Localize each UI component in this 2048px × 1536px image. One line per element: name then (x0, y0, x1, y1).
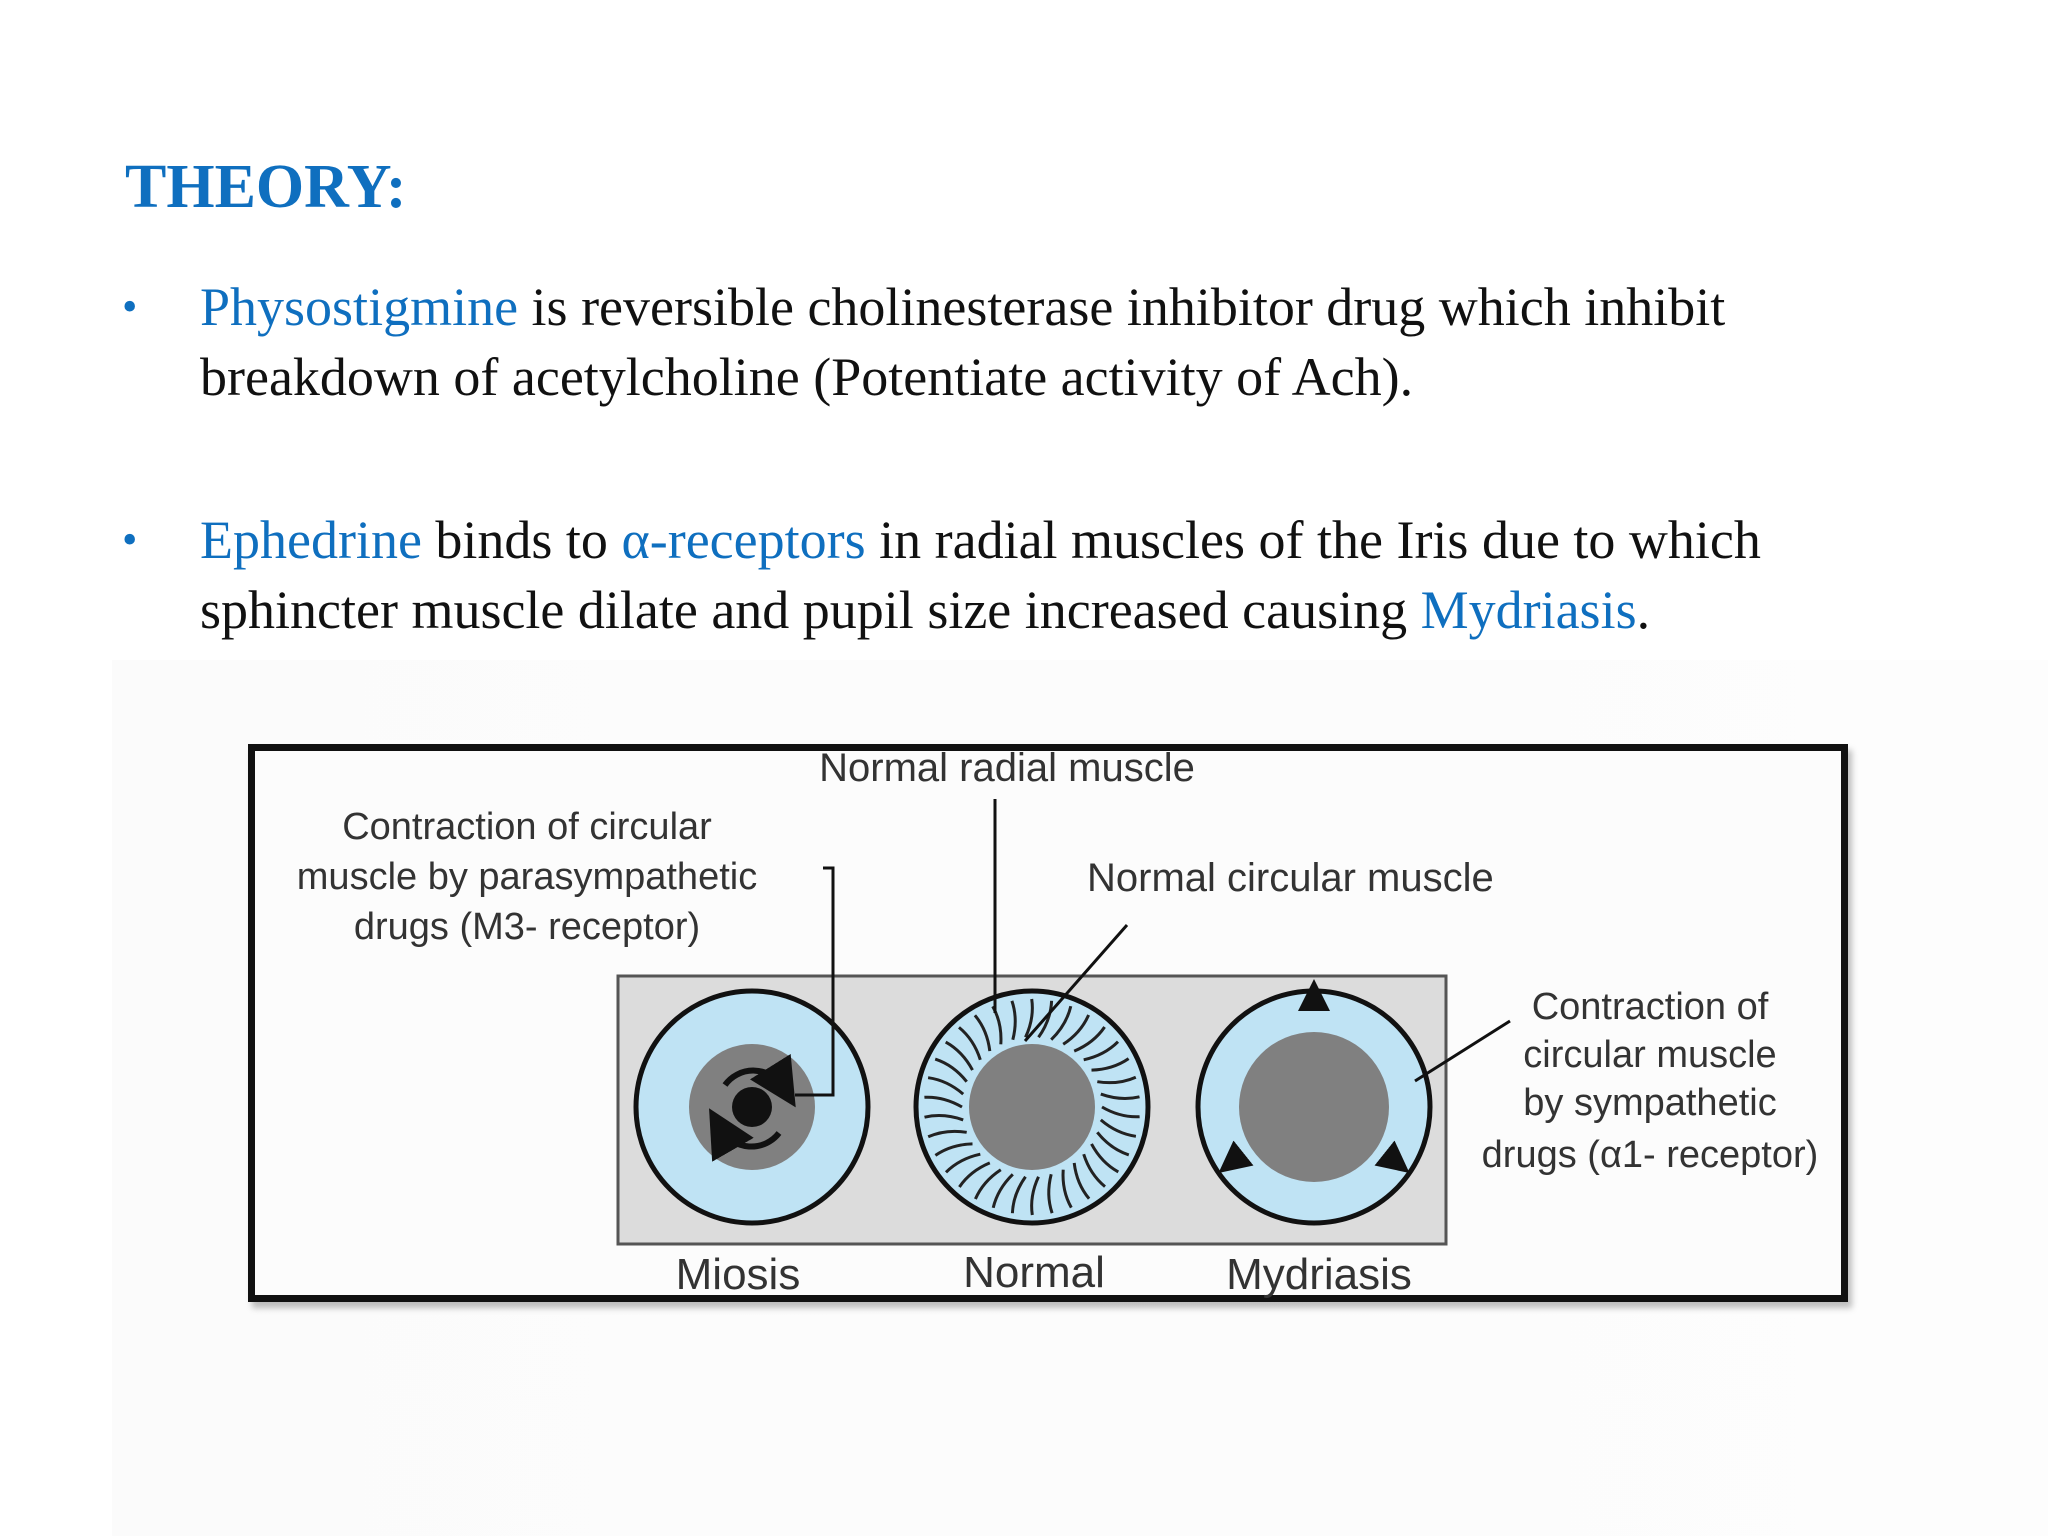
radial-muscle-fiber (1090, 1143, 1120, 1174)
label-mydriasis-line-1: Contraction of (1532, 986, 1769, 1028)
label-mydriasis-line-4: drugs (α1- receptor) (1482, 1134, 1819, 1176)
bullet-text-segment: . (1636, 580, 1651, 640)
radial-muscle-fiber (944, 1040, 974, 1071)
radial-muscle-fiber (974, 1168, 1002, 1200)
radial-muscle-fiber (1100, 1092, 1140, 1100)
pupil-diagram: Normal radial muscle Contraction of circ… (248, 744, 1848, 1302)
radial-muscle-fiber (1050, 1005, 1073, 1041)
normal-eye (913, 988, 1151, 1226)
radial-muscle-fiber (1047, 1173, 1054, 1214)
radial-muscle-fiber (1037, 1000, 1054, 1039)
radial-muscle-fiber (958, 1161, 991, 1188)
radial-muscle-fiber (934, 1142, 973, 1157)
radial-muscle-fiber (924, 1114, 964, 1122)
pupil-diagram-svg: Normal radial muscle Contraction of circ… (297, 751, 1819, 1299)
bullet-marker: • (122, 282, 138, 331)
label-miosis-line-3: drugs (M3- receptor) (354, 906, 700, 948)
term-physostigmine: Physostigmine (200, 277, 519, 337)
bullet-text: Ephedrine binds to α-receptors in radial… (200, 505, 1960, 645)
bullet-text-segment: is reversible cholinesterase inhibitor d… (200, 277, 1726, 407)
term-ephedrine: Ephedrine (200, 510, 422, 570)
radial-muscle-fiber (1062, 1014, 1090, 1046)
label-mydriasis-line-2: circular muscle (1523, 1034, 1776, 1076)
radial-muscle-fiber (1024, 998, 1034, 1038)
radial-muscle-fiber (927, 1076, 965, 1096)
miosis-eye (633, 988, 871, 1226)
radial-muscle-fiber (927, 1129, 967, 1139)
radial-muscle-fiber (1099, 1118, 1137, 1138)
label-miosis-line-2: muscle by parasympathetic (297, 856, 757, 898)
label-mydriasis-line-3: by sympathetic (1523, 1082, 1776, 1124)
radial-muscle-fiber (1097, 1075, 1137, 1085)
radial-muscle-fiber (924, 1095, 963, 1109)
label-normal-circular-muscle: Normal circular muscle (1087, 856, 1494, 900)
left-leader-line (795, 866, 835, 1097)
mydriasis-eye (1195, 979, 1433, 1226)
bullet-text: Physostigmine is reversible cholinestera… (200, 272, 1960, 412)
radial-muscle-fiber (991, 1173, 1014, 1209)
radial-muscle-fiber (1010, 1175, 1027, 1214)
radial-muscle-fiber (934, 1057, 968, 1083)
radial-muscle-fiber (1096, 1131, 1130, 1157)
radial-muscle-fiber (1091, 1057, 1130, 1072)
eye-label-miosis: Miosis (676, 1250, 801, 1299)
radial-muscle-fiber (1101, 1105, 1140, 1119)
slide-title: THEORY: (125, 153, 407, 221)
bullet-text-segment: binds to (421, 510, 622, 570)
radial-muscle-fiber (1073, 1026, 1106, 1053)
mid-leader-line (1023, 924, 1129, 1042)
bullet-marker: • (122, 515, 138, 564)
radial-muscle-fiber (1010, 1000, 1017, 1041)
label-normal-radial-muscle: Normal radial muscle (819, 751, 1195, 790)
radial-muscle-fiber (1030, 1176, 1040, 1216)
radial-muscle-fiber (944, 1152, 981, 1174)
radial-muscle-fiber (1083, 1040, 1120, 1062)
label-miosis-line-1: Contraction of circular (342, 806, 712, 848)
radial-muscle-fiber (1061, 1169, 1073, 1209)
term-mydriasis: Mydriasis (1420, 580, 1637, 640)
radial-muscle-fiber (973, 1014, 992, 1052)
radial-muscle-fiber (958, 1026, 982, 1061)
right-leader-line (1414, 1019, 1511, 1083)
eye-label-normal: Normal (963, 1248, 1105, 1297)
bullet-text-segment: in radial muscles of the Iris due to whi… (200, 510, 1761, 640)
eye-label-mydriasis: Mydriasis (1226, 1250, 1412, 1299)
term-alpha-receptors: α-receptors (621, 510, 866, 570)
radial-muscle-fiber (1072, 1162, 1091, 1200)
radial-muscle-fiber (1082, 1153, 1106, 1188)
